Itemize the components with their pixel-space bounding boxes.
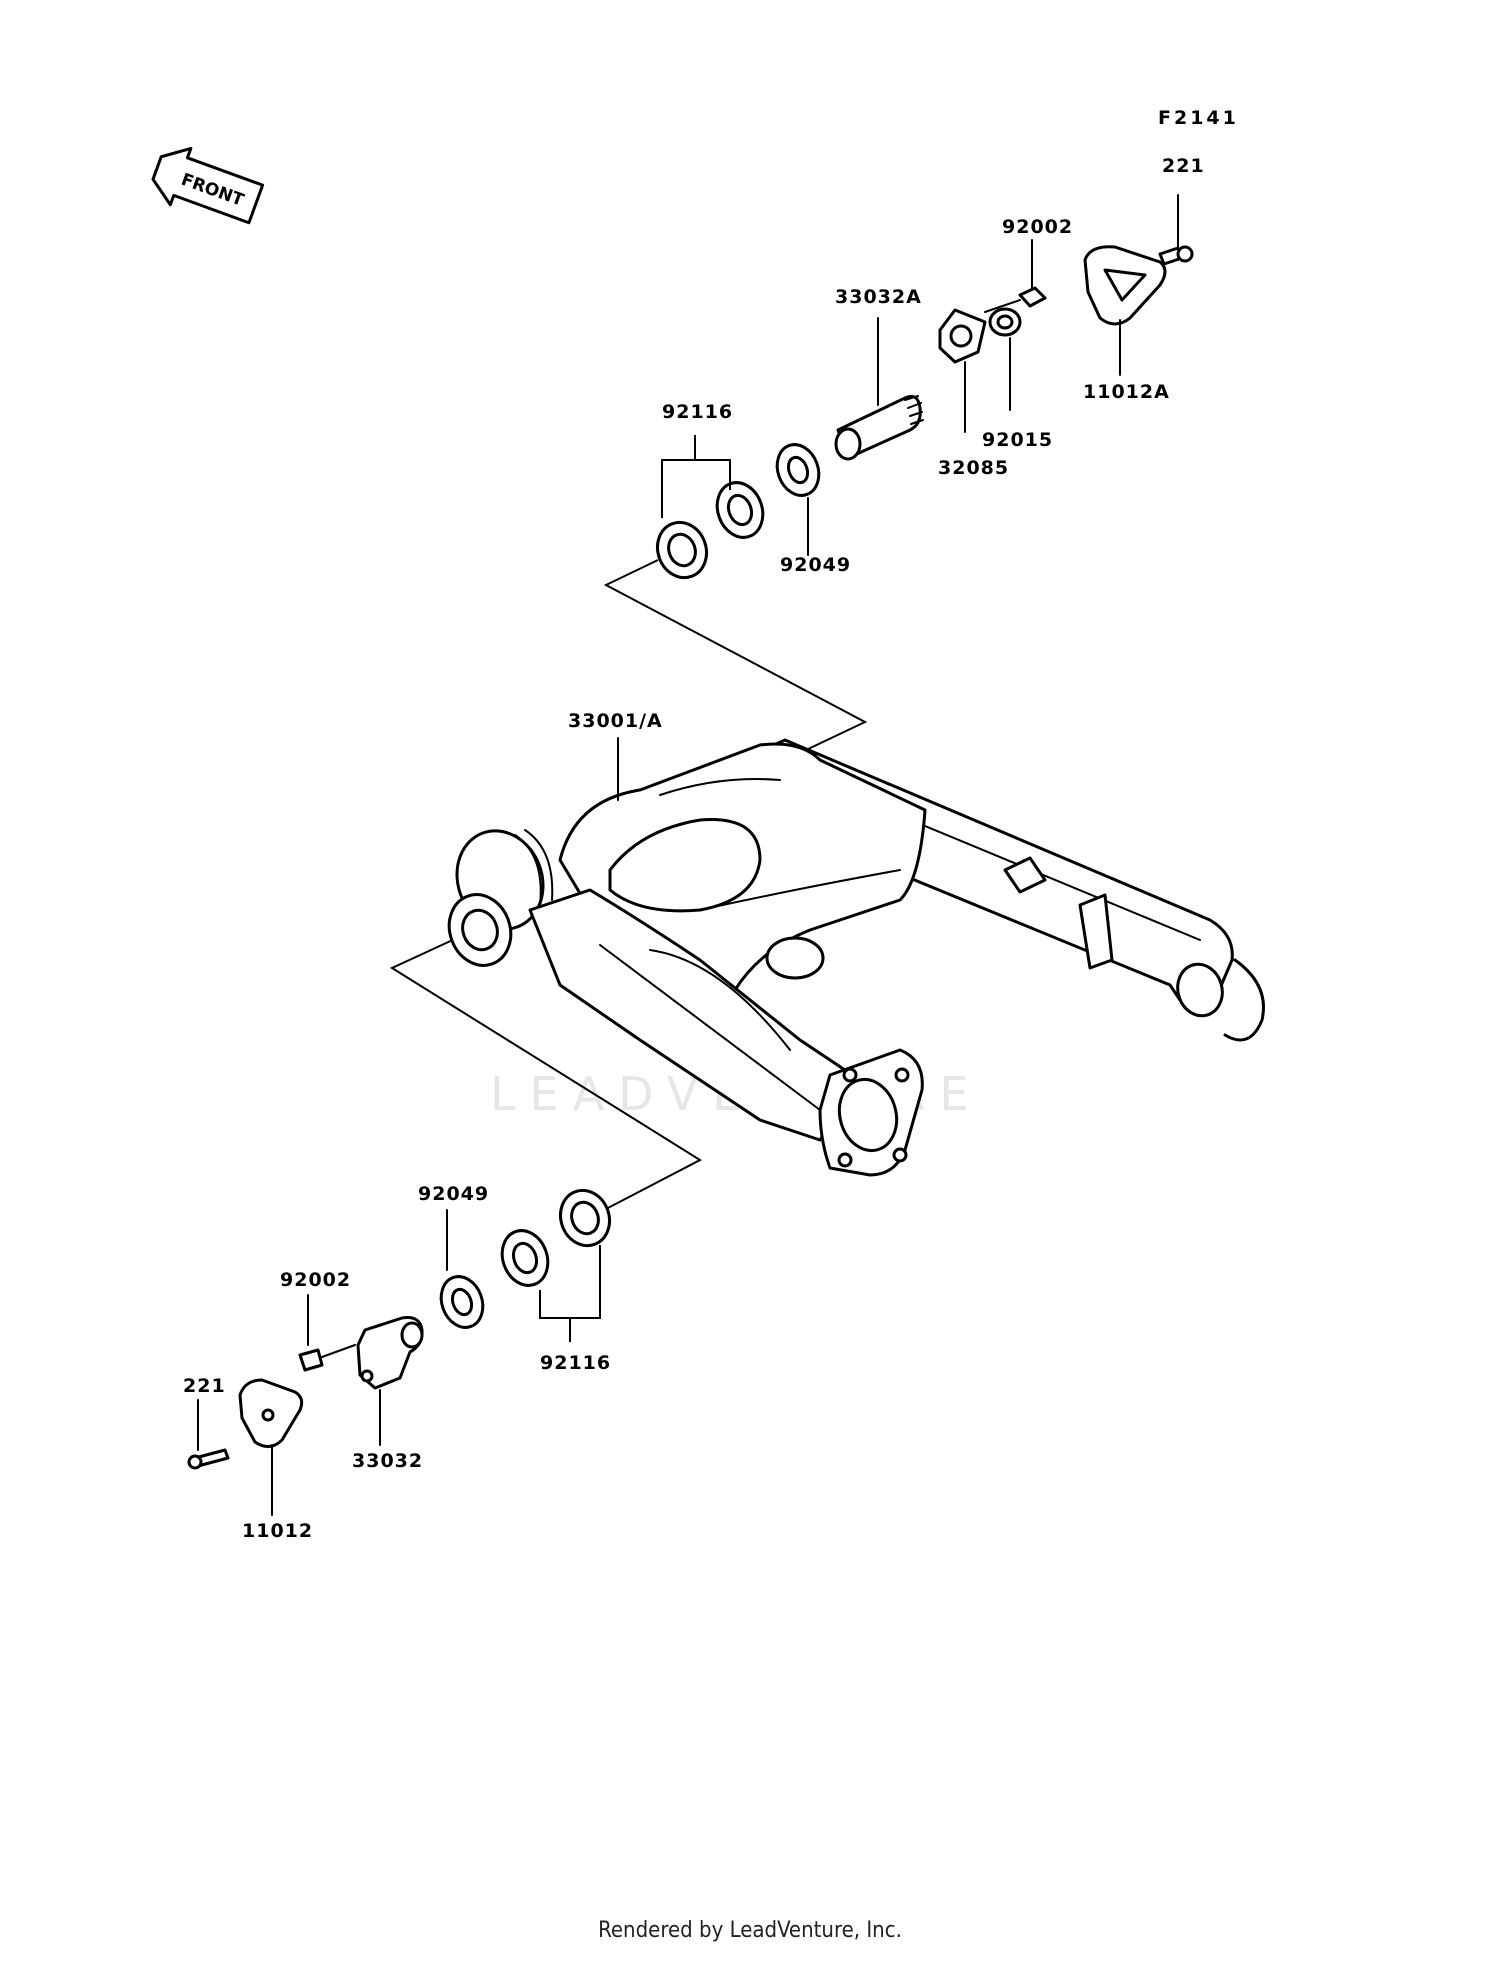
label-32085: 32085 bbox=[938, 457, 1009, 479]
swingarm-33001A bbox=[447, 737, 1265, 1177]
bearing-92116-top-b bbox=[655, 520, 709, 580]
label-92002-bottom: 92002 bbox=[280, 1269, 351, 1291]
front-arrow-icon: FRONT bbox=[151, 146, 265, 225]
label-92015: 92015 bbox=[982, 429, 1053, 451]
shaft-33032 bbox=[356, 1316, 424, 1446]
bolt-92002-top bbox=[984, 239, 1047, 313]
label-92049-bottom: 92049 bbox=[418, 1183, 489, 1205]
bearing-92116-bottom-b bbox=[500, 1229, 550, 1287]
label-11012A: 11012A bbox=[1083, 381, 1170, 403]
nut-92015 bbox=[988, 307, 1022, 411]
bracket-92116-bottom bbox=[539, 1245, 601, 1342]
label-221-bottom: 221 bbox=[183, 1375, 226, 1397]
footer-credit: Rendered by LeadVenture, Inc. bbox=[598, 1918, 902, 1943]
plate-32085 bbox=[938, 308, 987, 433]
leader-bottom bbox=[389, 931, 703, 1211]
seal-92049-bottom bbox=[439, 1209, 485, 1329]
cover-11012A bbox=[1083, 245, 1167, 376]
label-33032A: 33032A bbox=[835, 286, 922, 308]
cover-11012 bbox=[238, 1378, 304, 1516]
label-33032: 33032 bbox=[352, 1450, 423, 1472]
label-11012: 11012 bbox=[242, 1520, 313, 1542]
shaft-33032A bbox=[834, 317, 924, 461]
leader-top bbox=[603, 559, 868, 761]
diagram-code: F2141 bbox=[1158, 107, 1239, 129]
label-33001A: 33001/A bbox=[568, 710, 663, 732]
label-92116-top: 92116 bbox=[662, 401, 733, 423]
bracket-92116-top bbox=[661, 435, 731, 518]
bearing-92116-top-a bbox=[715, 481, 765, 539]
screw-221-bottom bbox=[187, 1399, 230, 1470]
bolt-92002-bottom bbox=[298, 1294, 356, 1372]
screw-221-top bbox=[1158, 194, 1194, 266]
label-92049-top: 92049 bbox=[780, 554, 851, 576]
seal-92049-top bbox=[775, 443, 821, 556]
label-221-top: 221 bbox=[1162, 155, 1205, 177]
label-92002-top: 92002 bbox=[1002, 216, 1073, 238]
label-92116-bottom: 92116 bbox=[540, 1352, 611, 1374]
bearing-92116-bottom-a bbox=[558, 1188, 612, 1248]
